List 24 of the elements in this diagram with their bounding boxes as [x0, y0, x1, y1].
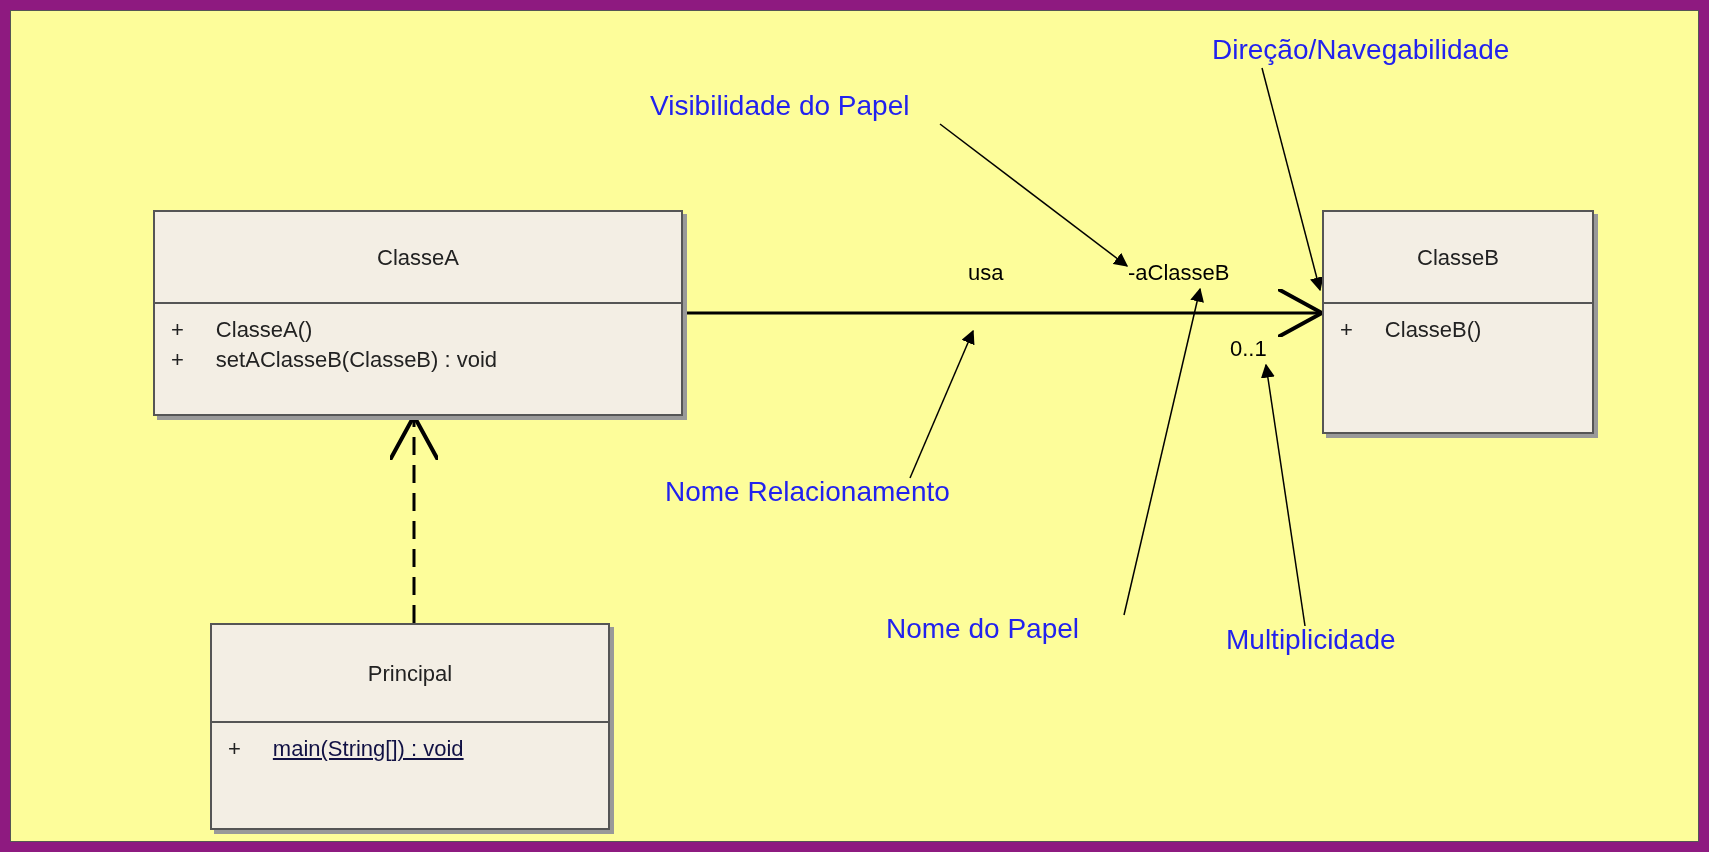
class-name: Principal — [367, 659, 453, 688]
class-name: ClasseA — [377, 243, 459, 272]
visibility-marker: + — [171, 316, 184, 344]
method-signature: main(String[]) : void — [272, 735, 464, 763]
annotation-text: Visibilidade do Papel — [650, 92, 950, 124]
leader-line — [1260, 363, 1306, 627]
annotation-text: Nome Relacionamento — [665, 478, 995, 510]
visibility-marker: + — [1340, 316, 1353, 344]
method-signature: ClasseA() — [215, 316, 313, 344]
leader-line — [1261, 67, 1324, 292]
role-name: -aClasseB — [1128, 262, 1234, 288]
edge-label: usa — [968, 262, 1004, 284]
annotation-text: Multiplicidade — [1226, 626, 1466, 658]
class-name: ClasseB — [1417, 243, 1499, 272]
leader-line — [909, 329, 975, 479]
annotation-text: Direção/Navegabilidade — [1212, 36, 1542, 68]
leader-line — [1123, 287, 1204, 616]
method-signature: ClasseB() — [1384, 316, 1482, 344]
leader-line — [939, 123, 1129, 267]
visibility-marker: + — [228, 735, 241, 763]
multiplicity-label: 0..1 — [1230, 338, 1272, 364]
visibility-marker: + — [171, 346, 184, 374]
method-signature: setAClasseB(ClasseB) : void — [215, 346, 498, 374]
annotation-text: Nome do Papel — [886, 615, 1126, 647]
